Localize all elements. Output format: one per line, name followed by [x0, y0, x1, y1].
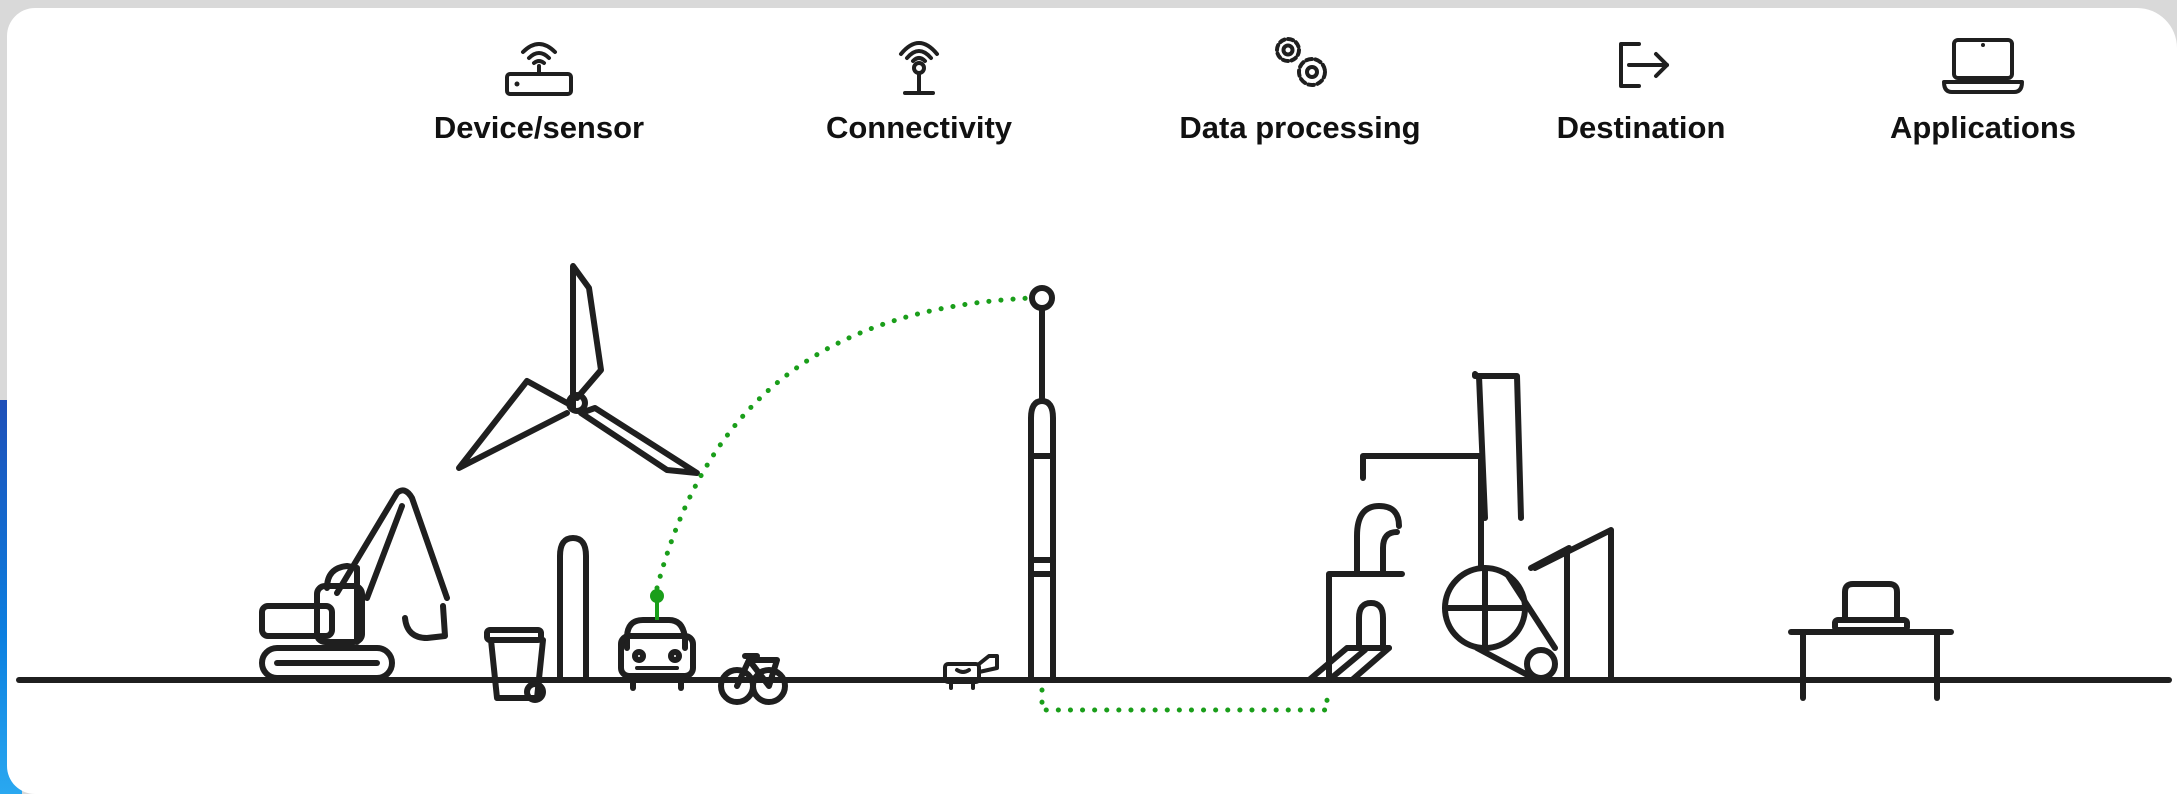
cell-tower-icon [1028, 285, 1056, 683]
cow-icon [943, 654, 999, 690]
car-icon [618, 589, 696, 691]
stage-destination: Destination [1501, 30, 1781, 146]
stage-data-processing: Data processing [1160, 30, 1440, 146]
wireless-signal-path [654, 295, 1034, 591]
iot-landscape-illustration [16, 263, 2172, 713]
factory-icon [1306, 371, 1614, 683]
stage-device-sensor: Device/sensor [399, 30, 679, 146]
wind-turbine-icon [456, 263, 700, 683]
stage-label-connectivity: Connectivity [825, 110, 1013, 145]
trash-bin-icon [484, 627, 546, 703]
router-icon [505, 42, 573, 96]
stage-applications: Applications [1843, 30, 2123, 146]
bicycle-icon [718, 653, 788, 705]
stage-connectivity: Connectivity [779, 30, 1059, 146]
stage-label-data-processing: Data processing [1179, 110, 1421, 145]
antenna-icon [899, 41, 939, 95]
stage-label-destination: Destination [1556, 110, 1726, 145]
stage-label-device-sensor: Device/sensor [433, 110, 645, 145]
stage-label-applications: Applications [1889, 110, 2076, 145]
gears-icon [1275, 37, 1327, 87]
desk-laptop-icon [1788, 581, 1954, 701]
laptop-icon [1942, 38, 2024, 94]
wired-data-path [1039, 687, 1330, 713]
diagram-card: Device/sensor Connectivity Data processi… [7, 8, 2177, 794]
export-arrow-icon [1619, 42, 1669, 88]
excavator-icon [259, 487, 450, 681]
